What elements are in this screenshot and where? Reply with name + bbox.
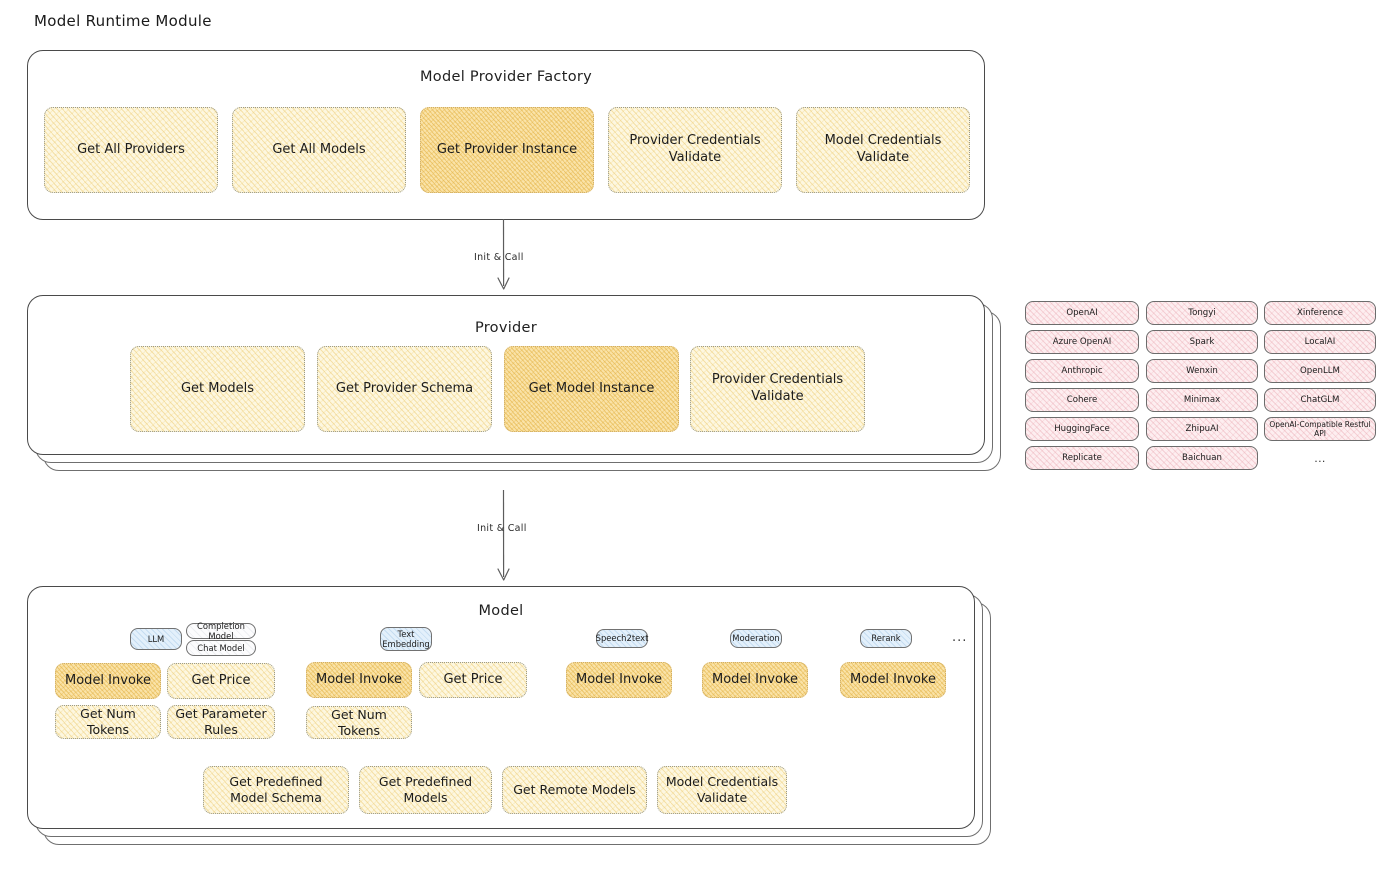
factory-item-provider-credentials-validate[interactable]: Provider Credentials Validate: [608, 107, 782, 193]
provider-list-more: ...: [1314, 452, 1326, 465]
model-type-badge-speech2text[interactable]: Speech2text: [596, 629, 648, 648]
rerank-method-model-invoke[interactable]: Model Invoke: [840, 662, 946, 698]
provider-chip-minimax[interactable]: Minimax: [1146, 388, 1258, 412]
speech2text-method-model-invoke[interactable]: Model Invoke: [566, 662, 672, 698]
provider-chip-wenxin[interactable]: Wenxin: [1146, 359, 1258, 383]
moderation-method-model-invoke[interactable]: Model Invoke: [702, 662, 808, 698]
edge-label-init-and-call-2: Init & Call: [477, 523, 527, 534]
provider-chip-cohere[interactable]: Cohere: [1025, 388, 1139, 412]
text-embedding-method-get-price[interactable]: Get Price: [419, 662, 527, 698]
provider-chip-xinference[interactable]: Xinference: [1264, 301, 1376, 325]
text-embedding-method-get-num-tokens[interactable]: Get Num Tokens: [306, 706, 412, 739]
provider-item-get-models[interactable]: Get Models: [130, 346, 305, 432]
model-type-badge-text-embedding[interactable]: Text Embedding: [380, 627, 432, 651]
model-type-sub-badge-chat-model[interactable]: Chat Model: [186, 640, 256, 656]
model-provider-factory-title: Model Provider Factory: [419, 69, 593, 85]
provider-item-provider-credentials-validate[interactable]: Provider Credentials Validate: [690, 346, 865, 432]
provider-title: Provider: [474, 320, 538, 336]
provider-chip-azure-openai[interactable]: Azure OpenAI: [1025, 330, 1139, 354]
model-type-badge-llm[interactable]: LLM: [130, 628, 182, 650]
model-types-more: ...: [952, 630, 968, 645]
model-shared-method-model-credentials-validate[interactable]: Model Credentials Validate: [657, 766, 787, 814]
llm-method-model-invoke[interactable]: Model Invoke: [55, 663, 161, 699]
provider-chip-openai-compatible-restful-api[interactable]: OpenAI-Compatible Restful API: [1264, 417, 1376, 441]
llm-method-get-num-tokens[interactable]: Get Num Tokens: [55, 705, 161, 739]
provider-chip-tongyi[interactable]: Tongyi: [1146, 301, 1258, 325]
provider-chip-anthropic[interactable]: Anthropic: [1025, 359, 1139, 383]
provider-item-get-model-instance[interactable]: Get Model Instance: [504, 346, 679, 432]
llm-method-get-price[interactable]: Get Price: [167, 663, 275, 699]
page-title: Model Runtime Module: [34, 12, 212, 30]
model-type-badge-moderation[interactable]: Moderation: [730, 629, 782, 648]
factory-item-get-all-models[interactable]: Get All Models: [232, 107, 406, 193]
model-shared-method-get-predefined-model-schema[interactable]: Get Predefined Model Schema: [203, 766, 349, 814]
provider-chip-replicate[interactable]: Replicate: [1025, 446, 1139, 470]
provider-chip-openllm[interactable]: OpenLLM: [1264, 359, 1376, 383]
model-shared-method-get-remote-models[interactable]: Get Remote Models: [502, 766, 647, 814]
edge-provider-to-model: [497, 489, 510, 581]
text-embedding-method-model-invoke[interactable]: Model Invoke: [306, 662, 412, 698]
provider-chip-spark[interactable]: Spark: [1146, 330, 1258, 354]
llm-method-get-parameter-rules[interactable]: Get Parameter Rules: [167, 705, 275, 739]
factory-item-get-provider-instance[interactable]: Get Provider Instance: [420, 107, 594, 193]
edge-factory-to-provider: [497, 218, 510, 290]
factory-item-model-credentials-validate[interactable]: Model Credentials Validate: [796, 107, 970, 193]
provider-chip-chatglm[interactable]: ChatGLM: [1264, 388, 1376, 412]
edge-label-init-and-call-1: Init & Call: [474, 252, 524, 263]
provider-chip-huggingface[interactable]: HuggingFace: [1025, 417, 1139, 441]
provider-item-get-provider-schema[interactable]: Get Provider Schema: [317, 346, 492, 432]
provider-chip-baichuan[interactable]: Baichuan: [1146, 446, 1258, 470]
factory-item-get-all-providers[interactable]: Get All Providers: [44, 107, 218, 193]
model-card: [27, 586, 975, 829]
provider-chip-localai[interactable]: LocalAI: [1264, 330, 1376, 354]
provider-chip-zhipuai[interactable]: ZhipuAI: [1146, 417, 1258, 441]
model-type-sub-badge-completion-model[interactable]: Completion Model: [186, 621, 256, 641]
model-type-badge-rerank[interactable]: Rerank: [860, 629, 912, 648]
model-title: Model: [478, 603, 524, 619]
provider-chip-openai[interactable]: OpenAI: [1025, 301, 1139, 325]
model-shared-method-get-predefined-models[interactable]: Get Predefined Models: [359, 766, 492, 814]
